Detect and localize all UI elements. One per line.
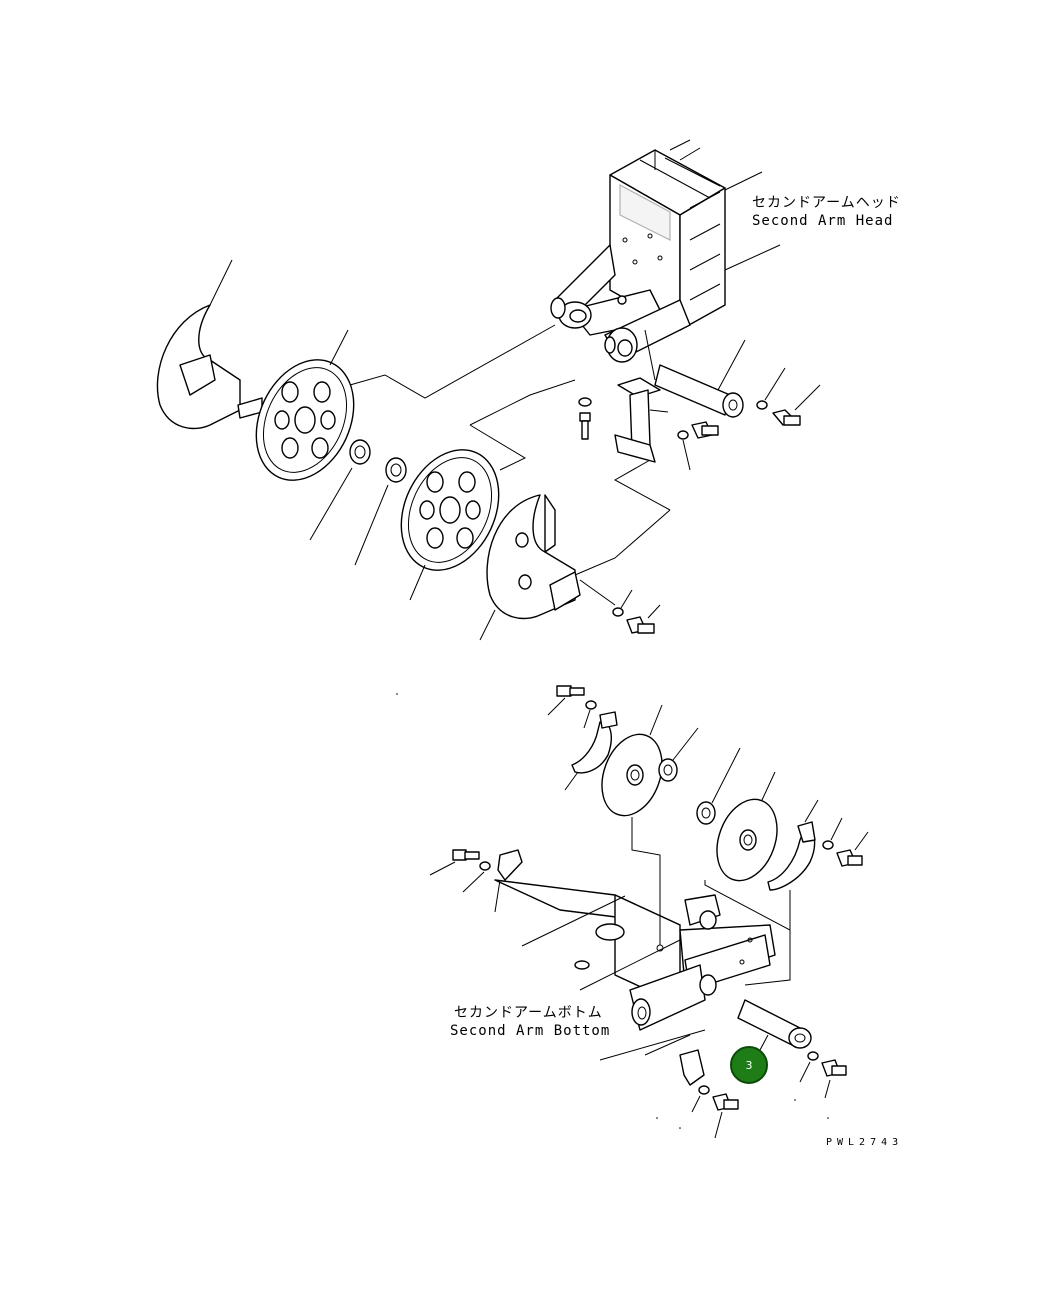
head-leader-lines bbox=[669, 139, 781, 271]
second-arm-head-label-jp: セカンドアームヘッド bbox=[752, 195, 901, 211]
upper-bushings bbox=[309, 439, 407, 566]
second-arm-bottom-label-en: Second Arm Bottom bbox=[450, 1023, 611, 1039]
upper-left-cover bbox=[156, 259, 263, 430]
lower-connection-lines bbox=[599, 817, 791, 1061]
second-arm-bottom-label-jp: セカンドアームボトム bbox=[454, 1005, 603, 1021]
upper-connection-lines bbox=[349, 324, 671, 606]
second-arm-bottom-frame bbox=[494, 879, 776, 1031]
lower-disc-1 bbox=[601, 704, 663, 817]
lower-left-cover bbox=[564, 711, 618, 791]
stray-marks bbox=[396, 693, 829, 1129]
callout-3[interactable]: 3 bbox=[730, 1046, 768, 1084]
lower-bushings bbox=[658, 727, 741, 825]
lower-left-fasteners bbox=[547, 685, 597, 729]
lower-bracket-and-bolt bbox=[679, 1049, 739, 1139]
lower-right-cover bbox=[767, 799, 869, 891]
second-arm-head-frame bbox=[550, 149, 726, 363]
upper-disc-2 bbox=[400, 449, 500, 601]
upper-right-cover bbox=[479, 494, 581, 641]
upper-center-bracket bbox=[614, 329, 669, 463]
lower-disc-2 bbox=[716, 771, 778, 882]
drawing-code: PWL2743 bbox=[826, 1137, 904, 1148]
lower-left-bolt bbox=[429, 849, 523, 913]
second-arm-head-label-en: Second Arm Head bbox=[752, 213, 894, 229]
upper-disc-1 bbox=[255, 329, 355, 481]
upper-fasteners bbox=[578, 367, 821, 634]
lower-pin bbox=[737, 999, 812, 1051]
upper-pin bbox=[654, 339, 746, 418]
lower-pin-fasteners bbox=[799, 1051, 847, 1099]
